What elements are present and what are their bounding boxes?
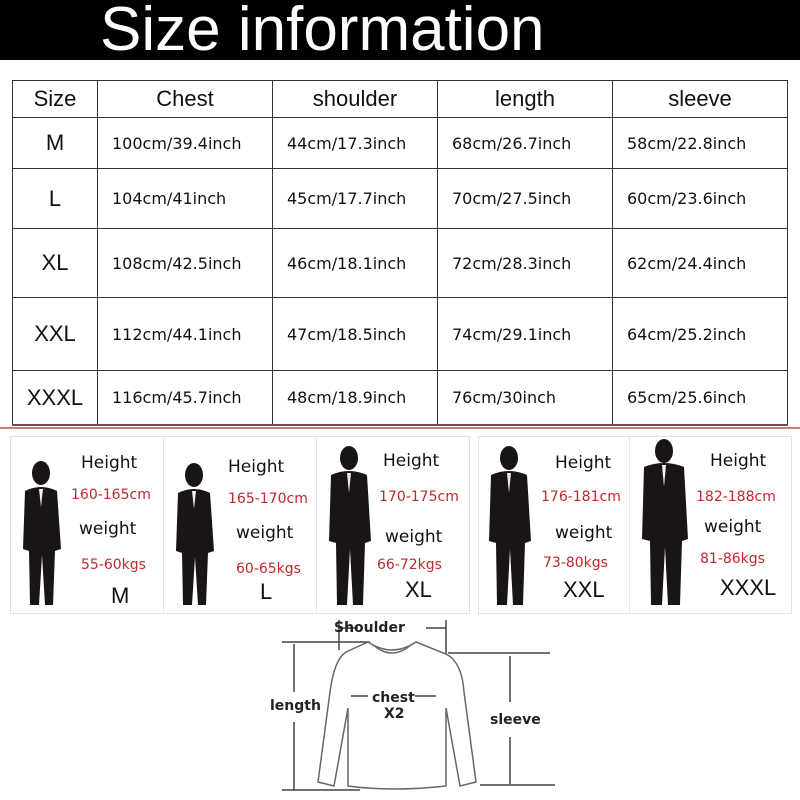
table-row: L 104cm/41inch 45cm/17.7inch 70cm/27.5in… [12, 168, 788, 229]
size-cell: XXXL [12, 370, 98, 425]
sleeve-label: sleeve [490, 712, 541, 728]
column-header-sleeve: sleeve [612, 80, 788, 118]
length-cell: 74cm/29.1inch [437, 297, 613, 371]
man-silhouette-icon [176, 463, 214, 605]
height-label: Height [81, 453, 138, 473]
height-range: 165-170cm [228, 491, 308, 507]
weight-range: 66-72kgs [377, 557, 442, 573]
table-row: M 100cm/39.4inch 44cm/17.3inch 68cm/26.7… [12, 117, 788, 169]
weight-label: weight [555, 523, 613, 543]
table-row: XXL 112cm/44.1inch 47cm/18.5inch 74cm/29… [12, 297, 788, 371]
weight-range: 60-65kgs [236, 561, 301, 577]
fit-panel-m: Height 160-165cm weight 55-60kgs M [11, 437, 164, 613]
weight-range: 81-86kgs [700, 551, 765, 567]
shoulder-cell: 45cm/17.7inch [272, 168, 438, 229]
height-range: 182-188cm [696, 489, 776, 505]
weight-label: weight [704, 517, 762, 537]
height-range: 160-165cm [71, 487, 151, 503]
sleeve-cell: 58cm/22.8inch [612, 117, 788, 169]
sleeve-cell: 62cm/24.4inch [612, 228, 788, 298]
fit-panel-xxxl: Height 182-188cm weight 81-86kgs XXXL [630, 437, 790, 613]
size-cell: M [12, 117, 98, 169]
sleeve-cell: 65cm/25.6inch [612, 370, 788, 425]
size-label: M [111, 583, 130, 608]
size-label: L [260, 579, 273, 604]
length-cell: 76cm/30inch [437, 370, 613, 425]
shoulder-cell: 47cm/18.5inch [272, 297, 438, 371]
column-header-shoulder: shoulder [272, 80, 438, 118]
weight-label: weight [385, 527, 443, 547]
weight-range: 55-60kgs [81, 557, 146, 573]
size-label: XL [405, 577, 432, 602]
size-label: XXXL [720, 575, 777, 600]
shoulder-cell: 48cm/18.9inch [272, 370, 438, 425]
column-header-length: length [437, 80, 613, 118]
weight-range: 73-80kgs [543, 555, 608, 571]
column-header-chest: Chest [97, 80, 273, 118]
sleeve-cell: 60cm/23.6inch [612, 168, 788, 229]
chest-cell: 100cm/39.4inch [97, 117, 273, 169]
shirt-measurement-diagram: Shoulder length chest X2 sleeve [270, 620, 555, 791]
section-divider-accent [0, 427, 800, 429]
height-label: Height [555, 453, 612, 473]
sleeve-cell: 64cm/25.2inch [612, 297, 788, 371]
fit-guide-group: Height 160-165cm weight 55-60kgs M Heigh… [10, 436, 470, 614]
chest-cell: 108cm/42.5inch [97, 228, 273, 298]
page-title: Size information [100, 0, 545, 64]
man-silhouette-icon [642, 439, 688, 605]
size-cell: XL [12, 228, 98, 298]
chest-cell: 104cm/41inch [97, 168, 273, 229]
fit-panel-xxl: Height 176-181cm weight 73-80kgs XXL [479, 437, 630, 613]
title-banner: Size information [0, 0, 800, 64]
height-range: 170-175cm [379, 489, 459, 505]
column-header-size: Size [12, 80, 98, 118]
weight-label: weight [79, 519, 137, 539]
chest-cell: 112cm/44.1inch [97, 297, 273, 371]
length-label: length [270, 698, 321, 714]
man-silhouette-icon [23, 461, 61, 605]
size-cell: L [12, 168, 98, 229]
man-silhouette-icon [329, 446, 371, 605]
table-row: XL 108cm/42.5inch 46cm/18.1inch 72cm/28.… [12, 228, 788, 298]
section-divider [12, 424, 788, 426]
height-label: Height [383, 451, 440, 471]
length-cell: 72cm/28.3inch [437, 228, 613, 298]
table-header-row: Size Chest shoulder length sleeve [12, 80, 788, 118]
height-label: Height [710, 451, 767, 471]
length-cell: 70cm/27.5inch [437, 168, 613, 229]
chest-cell: 116cm/45.7inch [97, 370, 273, 425]
size-chart-table: Size Chest shoulder length sleeve M 100c… [12, 80, 788, 425]
man-silhouette-icon [489, 446, 531, 605]
shoulder-cell: 46cm/18.1inch [272, 228, 438, 298]
shoulder-label: Shoulder [334, 620, 405, 636]
fit-panel-l: Height 165-170cm weight 60-65kgs L [164, 437, 317, 613]
fit-guide-group: Height 176-181cm weight 73-80kgs XXL Hei… [478, 436, 792, 614]
size-label: XXL [563, 577, 605, 602]
fit-panel-xl: Height 170-175cm weight 66-72kgs XL [317, 437, 469, 613]
chest-multiplier: X2 [384, 706, 405, 722]
table-row: XXXL 116cm/45.7inch 48cm/18.9inch 76cm/3… [12, 370, 788, 425]
length-cell: 68cm/26.7inch [437, 117, 613, 169]
height-label: Height [228, 457, 285, 477]
height-range: 176-181cm [541, 489, 621, 505]
size-cell: XXL [12, 297, 98, 371]
chest-label: chest [372, 690, 415, 706]
weight-label: weight [236, 523, 294, 543]
shoulder-cell: 44cm/17.3inch [272, 117, 438, 169]
